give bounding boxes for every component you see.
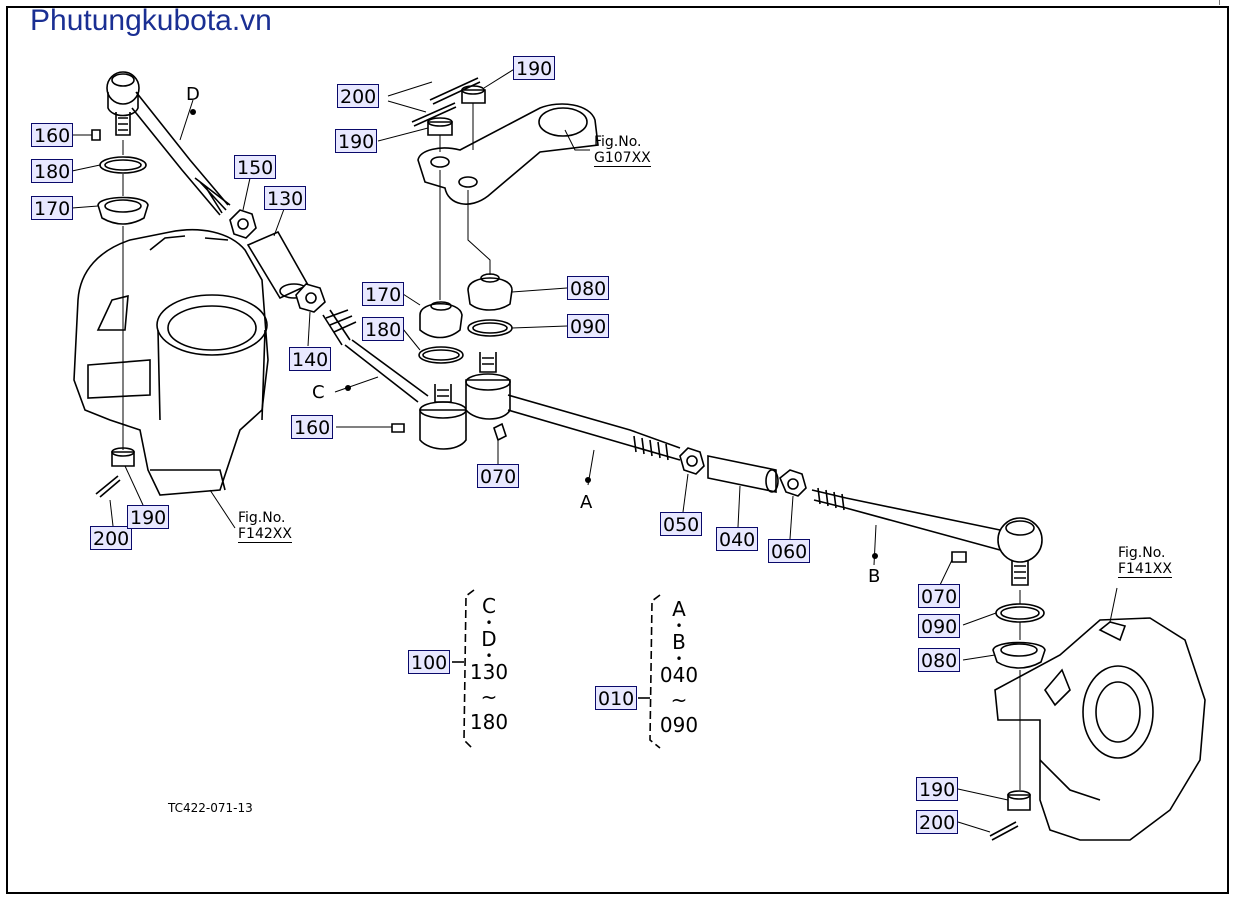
part-160-left[interactable]: 160 (31, 123, 74, 147)
fig-ref-label: Fig.No. (238, 510, 286, 526)
group-010-list: A • B • 040 ~ 090 (656, 597, 702, 738)
group-line: • (485, 616, 493, 630)
group-line: 130 (469, 660, 509, 684)
part-090-mid[interactable]: 090 (567, 314, 610, 338)
tie-rod-c (322, 309, 467, 450)
fig-ref-code: G107XX (594, 150, 651, 167)
part-150[interactable]: 150 (234, 155, 277, 179)
center-stack (418, 273, 513, 364)
part-200-right[interactable]: 200 (916, 810, 959, 834)
part-190-top[interactable]: 190 (513, 56, 556, 80)
left-knuckle-housing (73, 229, 269, 496)
part-190-mid[interactable]: 190 (335, 129, 378, 153)
group-line: 040 (659, 663, 699, 687)
right-stack (989, 590, 1046, 841)
part-170-mid[interactable]: 170 (362, 282, 405, 306)
part-190-left[interactable]: 190 (127, 505, 170, 529)
part-200-top[interactable]: 200 (337, 84, 380, 108)
tie-rod-d (106, 71, 231, 216)
center-sleeve (679, 447, 807, 497)
part-180-mid[interactable]: 180 (362, 317, 405, 341)
letter-b: B (868, 566, 881, 587)
fig-ref-label: Fig.No. (594, 134, 642, 150)
part-080-right[interactable]: 080 (918, 648, 961, 672)
group-line: ~ (670, 688, 688, 712)
letter-d: D (186, 84, 200, 105)
fig-ref-g107xx[interactable]: Fig.No. G107XX (594, 134, 651, 167)
group-line: • (675, 619, 683, 633)
part-130[interactable]: 130 (264, 186, 307, 210)
group-line: 090 (659, 713, 699, 737)
tie-rod-a (465, 352, 681, 461)
part-070-right[interactable]: 070 (918, 584, 961, 608)
right-knuckle-housing (994, 617, 1206, 841)
part-070-mid[interactable]: 070 (477, 464, 520, 488)
group-100-label[interactable]: 100 (408, 650, 451, 674)
fig-ref-f141xx[interactable]: Fig.No. F141XX (1118, 545, 1172, 578)
drawing-frame (6, 6, 1229, 894)
group-brackets (452, 589, 661, 749)
group-line: • (675, 652, 683, 666)
left-stack (91, 129, 149, 498)
group-010-label[interactable]: 010 (595, 686, 638, 710)
fig-ref-code: F141XX (1118, 561, 1172, 578)
group-100-list: C • D • 130 ~ 180 (468, 594, 510, 735)
drawing-code: TC422-071-13 (168, 801, 253, 815)
group-line: C (482, 594, 496, 618)
group-line: • (485, 649, 493, 663)
pitman-arm (411, 77, 599, 300)
part-080-mid[interactable]: 080 (567, 276, 610, 300)
fig-ref-label: Fig.No. (1118, 545, 1166, 561)
tie-rod-b (811, 487, 1043, 586)
group-line: D (481, 627, 497, 651)
part-170-left[interactable]: 170 (31, 196, 74, 220)
part-050[interactable]: 050 (660, 512, 703, 536)
part-200-left[interactable]: 200 (90, 526, 133, 550)
fig-ref-f142xx[interactable]: Fig.No. F142XX (238, 510, 292, 543)
fig-ref-code: F142XX (238, 526, 292, 543)
part-090-right[interactable]: 090 (918, 614, 961, 638)
brand-watermark: Phutungkubota.vn (30, 4, 272, 37)
group-line: A (672, 597, 686, 621)
part-040[interactable]: 040 (716, 527, 759, 551)
tie-rod-c-parts (229, 209, 326, 313)
part-180-left[interactable]: 180 (31, 159, 74, 183)
group-line: B (672, 630, 686, 654)
group-line: 180 (469, 710, 509, 734)
leader-lines (71, 67, 1118, 833)
part-160-mid[interactable]: 160 (291, 415, 334, 439)
part-140[interactable]: 140 (289, 347, 332, 371)
frame-tick (1219, 0, 1220, 5)
group-line: ~ (480, 685, 498, 709)
letter-c: C (312, 382, 325, 403)
part-060[interactable]: 060 (768, 539, 811, 563)
letter-a: A (580, 492, 593, 513)
part-190-right[interactable]: 190 (916, 777, 959, 801)
